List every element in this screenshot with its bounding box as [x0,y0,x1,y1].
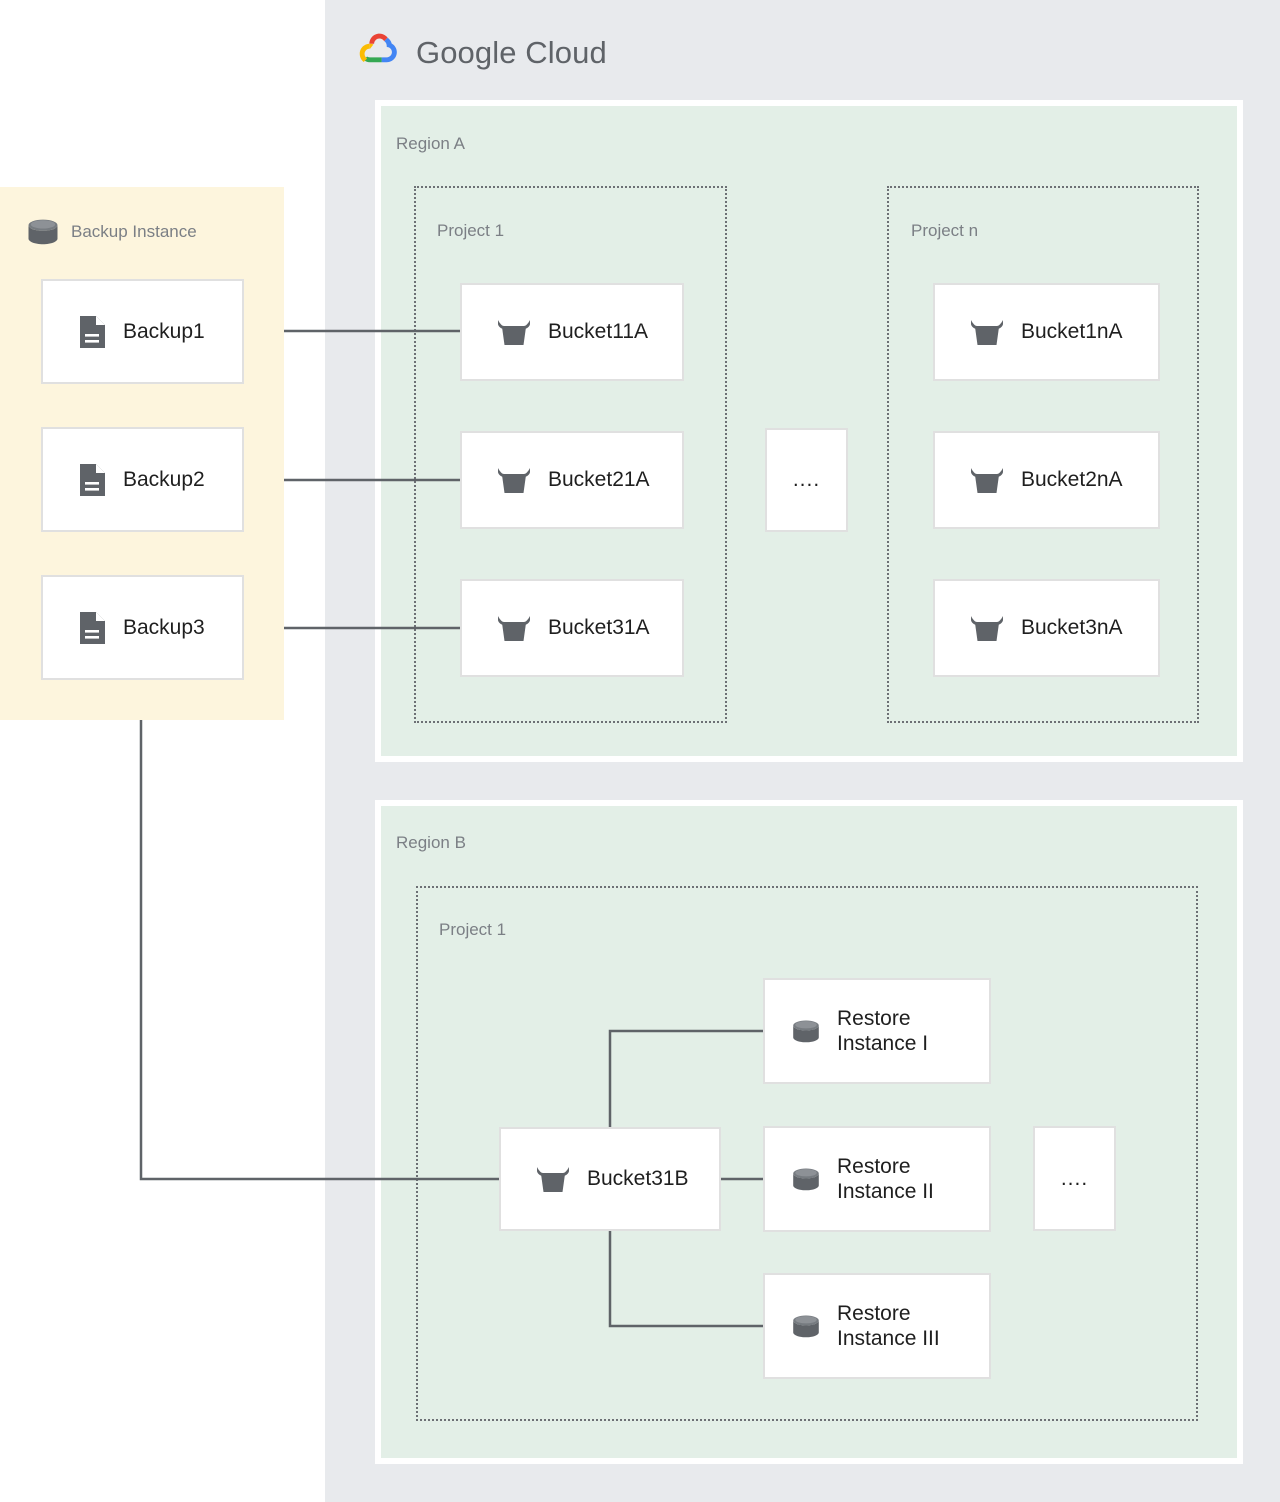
ellipsis-label: .... [792,468,821,491]
ellipsis-card-region-b: .... [1033,1126,1116,1231]
bucket-card-bucket31b[interactable]: Bucket31B [499,1127,721,1231]
backup-instance-title: Backup Instance [71,222,197,241]
document-icon [80,611,105,644]
restore-instance-label: Restore Instance II [837,1154,934,1203]
region-b-label: Region B [396,833,466,852]
storage-bucket-icon [537,1167,569,1192]
bucket-card-label: Bucket3nA [1021,616,1123,640]
database-cylinder-icon [793,1020,819,1042]
bucket-card-bucket2na[interactable]: Bucket2nA [933,431,1160,529]
storage-bucket-icon [971,320,1003,345]
restore-instance-label: Restore Instance I [837,1006,929,1055]
project-label-region-b-project-1: Project 1 [439,920,507,939]
backup-card-backup2[interactable]: Backup2 [41,427,244,532]
database-cylinder-icon [793,1168,819,1190]
restore-instance-label: Restore Instance III [837,1301,940,1350]
backup-card-backup1[interactable]: Backup1 [41,279,244,384]
backup-card-label: Backup1 [123,319,205,343]
project-box-region-a-project-n [887,186,1199,723]
database-cylinder-icon [28,219,58,245]
bucket-card-bucket21a[interactable]: Bucket21A [460,431,684,529]
ellipsis-card-region-a: .... [765,428,848,532]
restore-instance-card-iii[interactable]: Restore Instance III [763,1273,991,1379]
google-cloud-brand: Google Cloud [356,30,607,76]
backup-card-backup3[interactable]: Backup3 [41,575,244,680]
bucket-card-bucket1na[interactable]: Bucket1nA [933,283,1160,381]
restore-instance-card-ii[interactable]: Restore Instance II [763,1126,991,1232]
document-icon [80,315,105,348]
region-a-label: Region A [396,134,465,153]
bucket-card-label: Bucket31B [587,1167,689,1191]
bucket-card-label: Bucket2nA [1021,468,1123,492]
storage-bucket-icon [971,616,1003,641]
project-label-region-a-project-1: Project 1 [437,221,505,240]
restore-instance-card-i[interactable]: Restore Instance I [763,978,991,1084]
bucket-card-label: Bucket1nA [1021,320,1123,344]
google-cloud-wordmark: Google Cloud [416,35,607,71]
document-icon [80,463,105,496]
bucket-card-bucket31a[interactable]: Bucket31A [460,579,684,677]
ellipsis-label: .... [1060,1166,1089,1190]
backup-card-label: Backup2 [123,467,205,491]
project-label-region-a-project-n: Project n [911,221,979,240]
bucket-card-label: Bucket31A [548,616,650,640]
storage-bucket-icon [498,320,530,345]
storage-bucket-icon [971,468,1003,493]
google-cloud-logo-icon [359,33,397,63]
storage-bucket-icon [498,468,530,493]
database-cylinder-icon [793,1315,819,1337]
brand-cloud: Cloud [525,35,607,70]
bucket-card-bucket11a[interactable]: Bucket11A [460,283,684,381]
bucket-card-label: Bucket21A [548,468,650,492]
backup-instance-header: Backup Instance [26,218,197,246]
bucket-card-bucket3na[interactable]: Bucket3nA [933,579,1160,677]
storage-bucket-icon [498,616,530,641]
backup-card-label: Backup3 [123,615,205,639]
brand-google: Google [416,35,517,70]
bucket-card-label: Bucket11A [548,320,649,344]
project-box-region-a-project-1 [414,186,727,723]
